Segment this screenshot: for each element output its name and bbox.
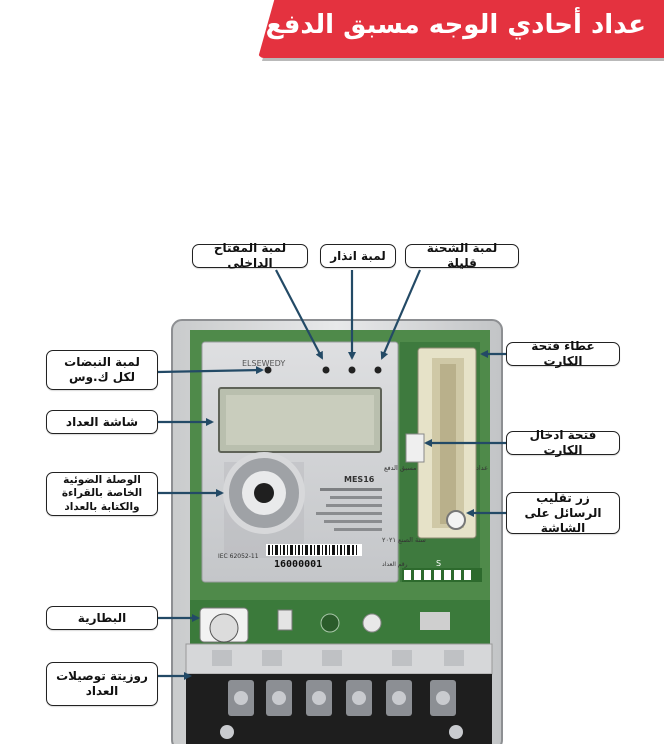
page-title: عداد أحادي الوجه مسبق الدفع [265,10,646,40]
label-alarm-lamp: لمبة انذار [320,244,396,268]
barcode [266,544,362,556]
year-text: سنة الصنع ٢٠٢١ [382,536,426,544]
title-banner-fill [258,0,664,58]
label-pulse-lamp: لمبة النبضات لكل ك.وس [46,350,158,390]
arrow-low-charge [380,269,422,360]
title-banner: عداد أحادي الوجه مسبق الدفع [258,0,664,58]
serial-text: 16000001 [274,559,322,570]
label-meter-screen: شاشة العداد [46,410,158,434]
label-low-charge-lamp: لمبة الشحنة قليلة [405,241,519,270]
card-slot [405,433,425,463]
low-charge-led [374,366,382,374]
standard-text: IEC 62052-11 [218,553,259,560]
number-label: رقم العداد [382,561,408,568]
label-card-slot-cover: غطاء فتحة الكارت [506,339,620,368]
label-terminal-block: روزيتة توصيلات العداد [46,662,158,706]
key-led [322,366,330,374]
label-card-slot: فتحة ادخال الكارت [506,428,620,457]
meter-diagram: ELSEWEDY عداد الكهرباء احادي الوجه مسبق … [0,230,664,744]
label-battery: البطارية [46,606,158,630]
model-text: MES16 [344,475,375,484]
label-message-button: زر تقليب الرسائل على الشاشة [506,491,620,535]
arrows [157,269,506,680]
label-internal-key-lamp: لمبة المفتاح الداخلى [192,241,308,270]
alarm-led [348,366,356,374]
brand-text: ELSEWEDY [242,359,285,368]
arrow-pulse [157,366,264,375]
arrow-internal-key [275,269,323,360]
terminal-s-label: S [436,559,441,568]
label-optical-port: الوصلة الضوئية الخاصة بالقراءة والكتابة … [46,472,158,516]
pulse-led [264,366,272,374]
meter-illustration: ELSEWEDY عداد الكهرباء احادي الوجه مسبق … [157,269,506,744]
message-button [446,510,466,530]
